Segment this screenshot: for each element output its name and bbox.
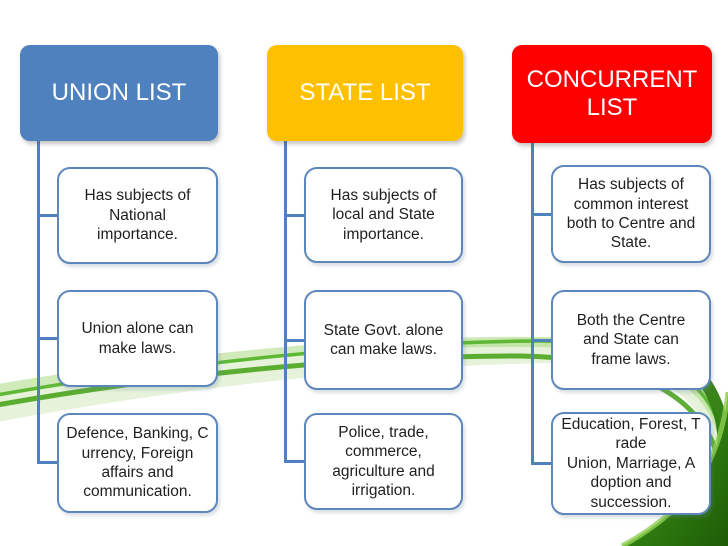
item-text: Has subjects of local and State importan…	[330, 186, 437, 243]
header-box-union-list: UNION LIST	[20, 45, 218, 141]
header-label: STATE LIST	[299, 79, 431, 107]
connector-stub	[37, 337, 57, 340]
item-box-concurrent-3: Education, Forest, T rade Union, Marriag…	[551, 412, 711, 515]
item-text: Education, Forest, T rade Union, Marriag…	[561, 416, 701, 511]
item-text: Union alone can make laws.	[81, 320, 194, 357]
item-text: Has subjects of National importance.	[84, 187, 191, 244]
header-box-concurrent-list: CONCURRENT LIST	[512, 45, 712, 143]
item-box-state-2: State Govt. alone can make laws.	[304, 290, 463, 390]
item-text: Defence, Banking, C urrency, Foreign aff…	[66, 425, 209, 501]
connector-stub	[284, 460, 304, 463]
connector-stub	[531, 462, 551, 465]
item-text: Has subjects of common interest both to …	[566, 176, 696, 252]
item-box-state-3: Police, trade, commerce, agriculture and…	[304, 413, 463, 510]
header-label: CONCURRENT LIST	[526, 66, 698, 121]
item-box-state-1: Has subjects of local and State importan…	[304, 167, 463, 263]
connector-vertical-union	[37, 141, 40, 463]
header-label: UNION LIST	[51, 79, 187, 107]
header-box-state-list: STATE LIST	[267, 45, 463, 141]
item-box-union-2: Union alone can make laws.	[57, 290, 218, 387]
item-box-union-1: Has subjects of National importance.	[57, 167, 218, 264]
connector-stub	[531, 339, 551, 342]
item-text: State Govt. alone can make laws.	[323, 321, 444, 358]
item-box-concurrent-2: Both the Centre and State can frame laws…	[551, 290, 711, 390]
connector-stub	[37, 461, 57, 464]
item-box-concurrent-1: Has subjects of common interest both to …	[551, 165, 711, 263]
item-box-union-3: Defence, Banking, C urrency, Foreign aff…	[57, 413, 218, 513]
connector-stub	[37, 214, 57, 217]
connector-vertical-concurrent	[531, 143, 534, 463]
connector-stub	[284, 339, 304, 342]
item-text: Both the Centre and State can frame laws…	[576, 311, 686, 368]
connector-stub	[284, 214, 304, 217]
connector-vertical-state	[284, 141, 287, 463]
item-text: Police, trade, commerce, agriculture and…	[332, 423, 435, 499]
connector-stub	[531, 213, 551, 216]
